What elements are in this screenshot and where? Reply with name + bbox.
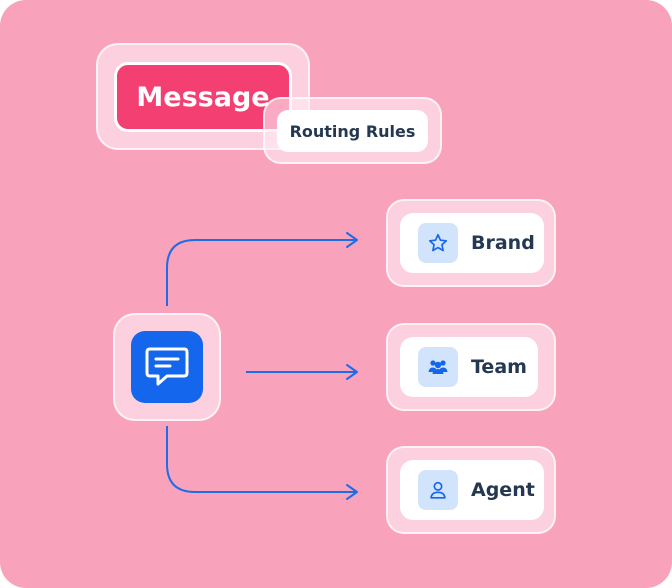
- routing-rules-label: Routing Rules: [277, 110, 428, 152]
- destination-label-brand: Brand: [471, 232, 535, 254]
- destination-team: Team: [400, 337, 538, 397]
- chat-message-icon: [131, 331, 203, 403]
- destination-agent: Agent: [400, 460, 544, 520]
- arrowhead-agent: [346, 484, 358, 500]
- user-icon: [418, 470, 458, 510]
- destination-label-agent: Agent: [471, 479, 535, 501]
- star-icon: [418, 223, 458, 263]
- destination-brand: Brand: [400, 213, 544, 273]
- message-pill: Message: [114, 62, 292, 132]
- arrowhead-team: [346, 364, 358, 380]
- destination-label-team: Team: [471, 356, 527, 378]
- connector-to-agent: [166, 426, 356, 493]
- team-icon: [418, 347, 458, 387]
- connector-to-brand: [166, 239, 356, 306]
- arrowhead-brand: [346, 232, 358, 248]
